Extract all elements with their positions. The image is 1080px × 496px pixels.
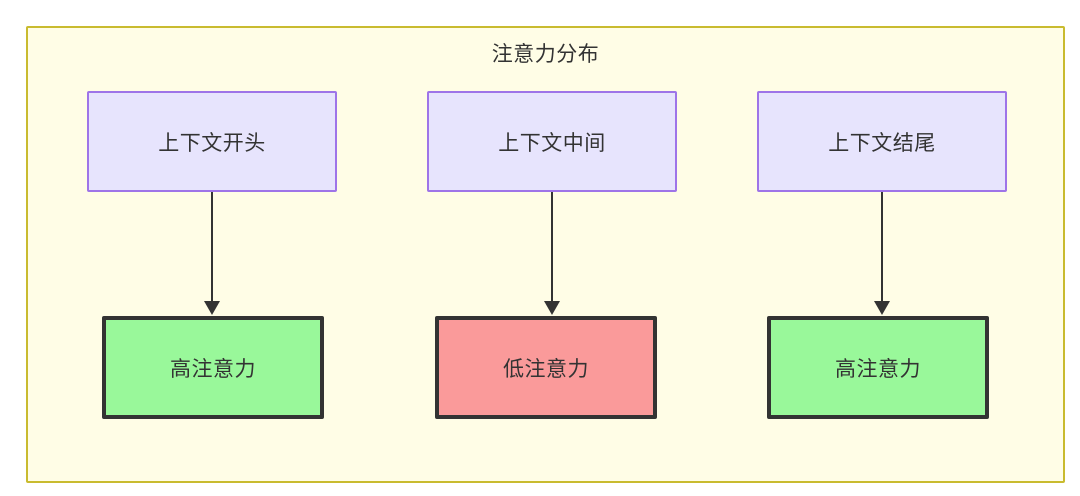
node-context-start[interactable]: 上下文开头	[87, 91, 337, 192]
node-high-attention-start[interactable]: 高注意力	[102, 316, 324, 419]
node-context-middle[interactable]: 上下文中间	[427, 91, 677, 192]
arrowhead-icon	[204, 301, 220, 315]
arrowhead-icon	[874, 301, 890, 315]
edge-context-end-to-high-attention	[881, 192, 883, 303]
arrowhead-icon	[544, 301, 560, 315]
group-title: 注意力分布	[491, 42, 600, 66]
edge-context-start-to-high-attention	[211, 192, 213, 303]
node-context-end[interactable]: 上下文结尾	[757, 91, 1007, 192]
node-high-attention-end[interactable]: 高注意力	[767, 316, 989, 419]
edge-context-middle-to-low-attention	[551, 192, 553, 303]
node-low-attention-middle[interactable]: 低注意力	[435, 316, 657, 419]
